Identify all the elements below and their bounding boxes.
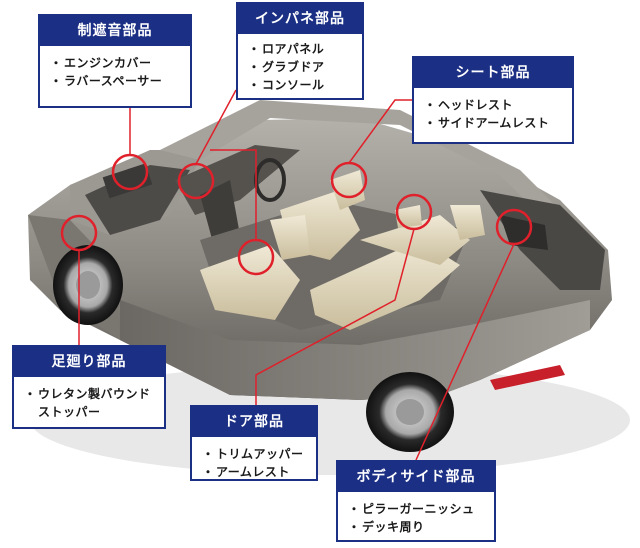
list-item: ロアパネル (248, 40, 352, 58)
list-item: デッキ周り (348, 518, 484, 536)
callout-seat: シート部品 ヘッドレスト サイドアームレスト (412, 56, 574, 144)
list-item: グラブドア (248, 58, 352, 76)
callout-title: 足廻り部品 (14, 347, 164, 377)
seats (200, 170, 485, 330)
callout-title: ドア部品 (192, 407, 316, 437)
callout-title: シート部品 (414, 58, 572, 88)
callout-list: ピラーガーニッシュ デッキ周り (338, 492, 494, 542)
rear-wheel (366, 372, 454, 452)
list-item: コンソール (248, 76, 352, 94)
front-wheel (53, 245, 123, 325)
list-item: エンジンカバー (50, 54, 180, 72)
list-item: ウレタン製バウンドストッパー (24, 385, 154, 421)
leader-headrest (348, 99, 412, 164)
list-item: ヘッドレスト (424, 96, 562, 114)
callout-list: ヘッドレスト サイドアームレスト (414, 88, 572, 138)
leader-deck (415, 243, 515, 461)
list-item: サイドアームレスト (424, 114, 562, 132)
leader-door (255, 228, 415, 405)
callout-door: ドア部品 トリムアッパー アームレスト (190, 405, 318, 481)
callout-list: ロアパネル グラブドア コンソール (238, 34, 362, 100)
list-item: アームレスト (202, 463, 306, 481)
callout-suspension: 足廻り部品 ウレタン製バウンドストッパー (12, 345, 166, 429)
car-shadow (30, 365, 630, 475)
callout-list: トリムアッパー アームレスト (192, 437, 316, 487)
leader-console (210, 149, 257, 240)
list-item: ラバースペーサー (50, 72, 180, 90)
callout-title: 制遮音部品 (40, 16, 190, 46)
callout-title: インパネ部品 (238, 4, 362, 34)
tail-light (490, 365, 565, 390)
callout-title: ボディサイド部品 (338, 462, 494, 492)
callout-list: ウレタン製バウンドストッパー (14, 377, 164, 427)
callout-engine: 制遮音部品 エンジンカバー ラバースペーサー (38, 14, 192, 108)
leader-instrument (195, 89, 237, 165)
list-item: ピラーガーニッシュ (348, 500, 484, 518)
callout-instrument: インパネ部品 ロアパネル グラブドア コンソール (236, 2, 364, 100)
list-item: トリムアッパー (202, 445, 306, 463)
callout-bodyside: ボディサイド部品 ピラーガーニッシュ デッキ周り (336, 460, 496, 542)
callout-list: エンジンカバー ラバースペーサー (40, 46, 190, 96)
